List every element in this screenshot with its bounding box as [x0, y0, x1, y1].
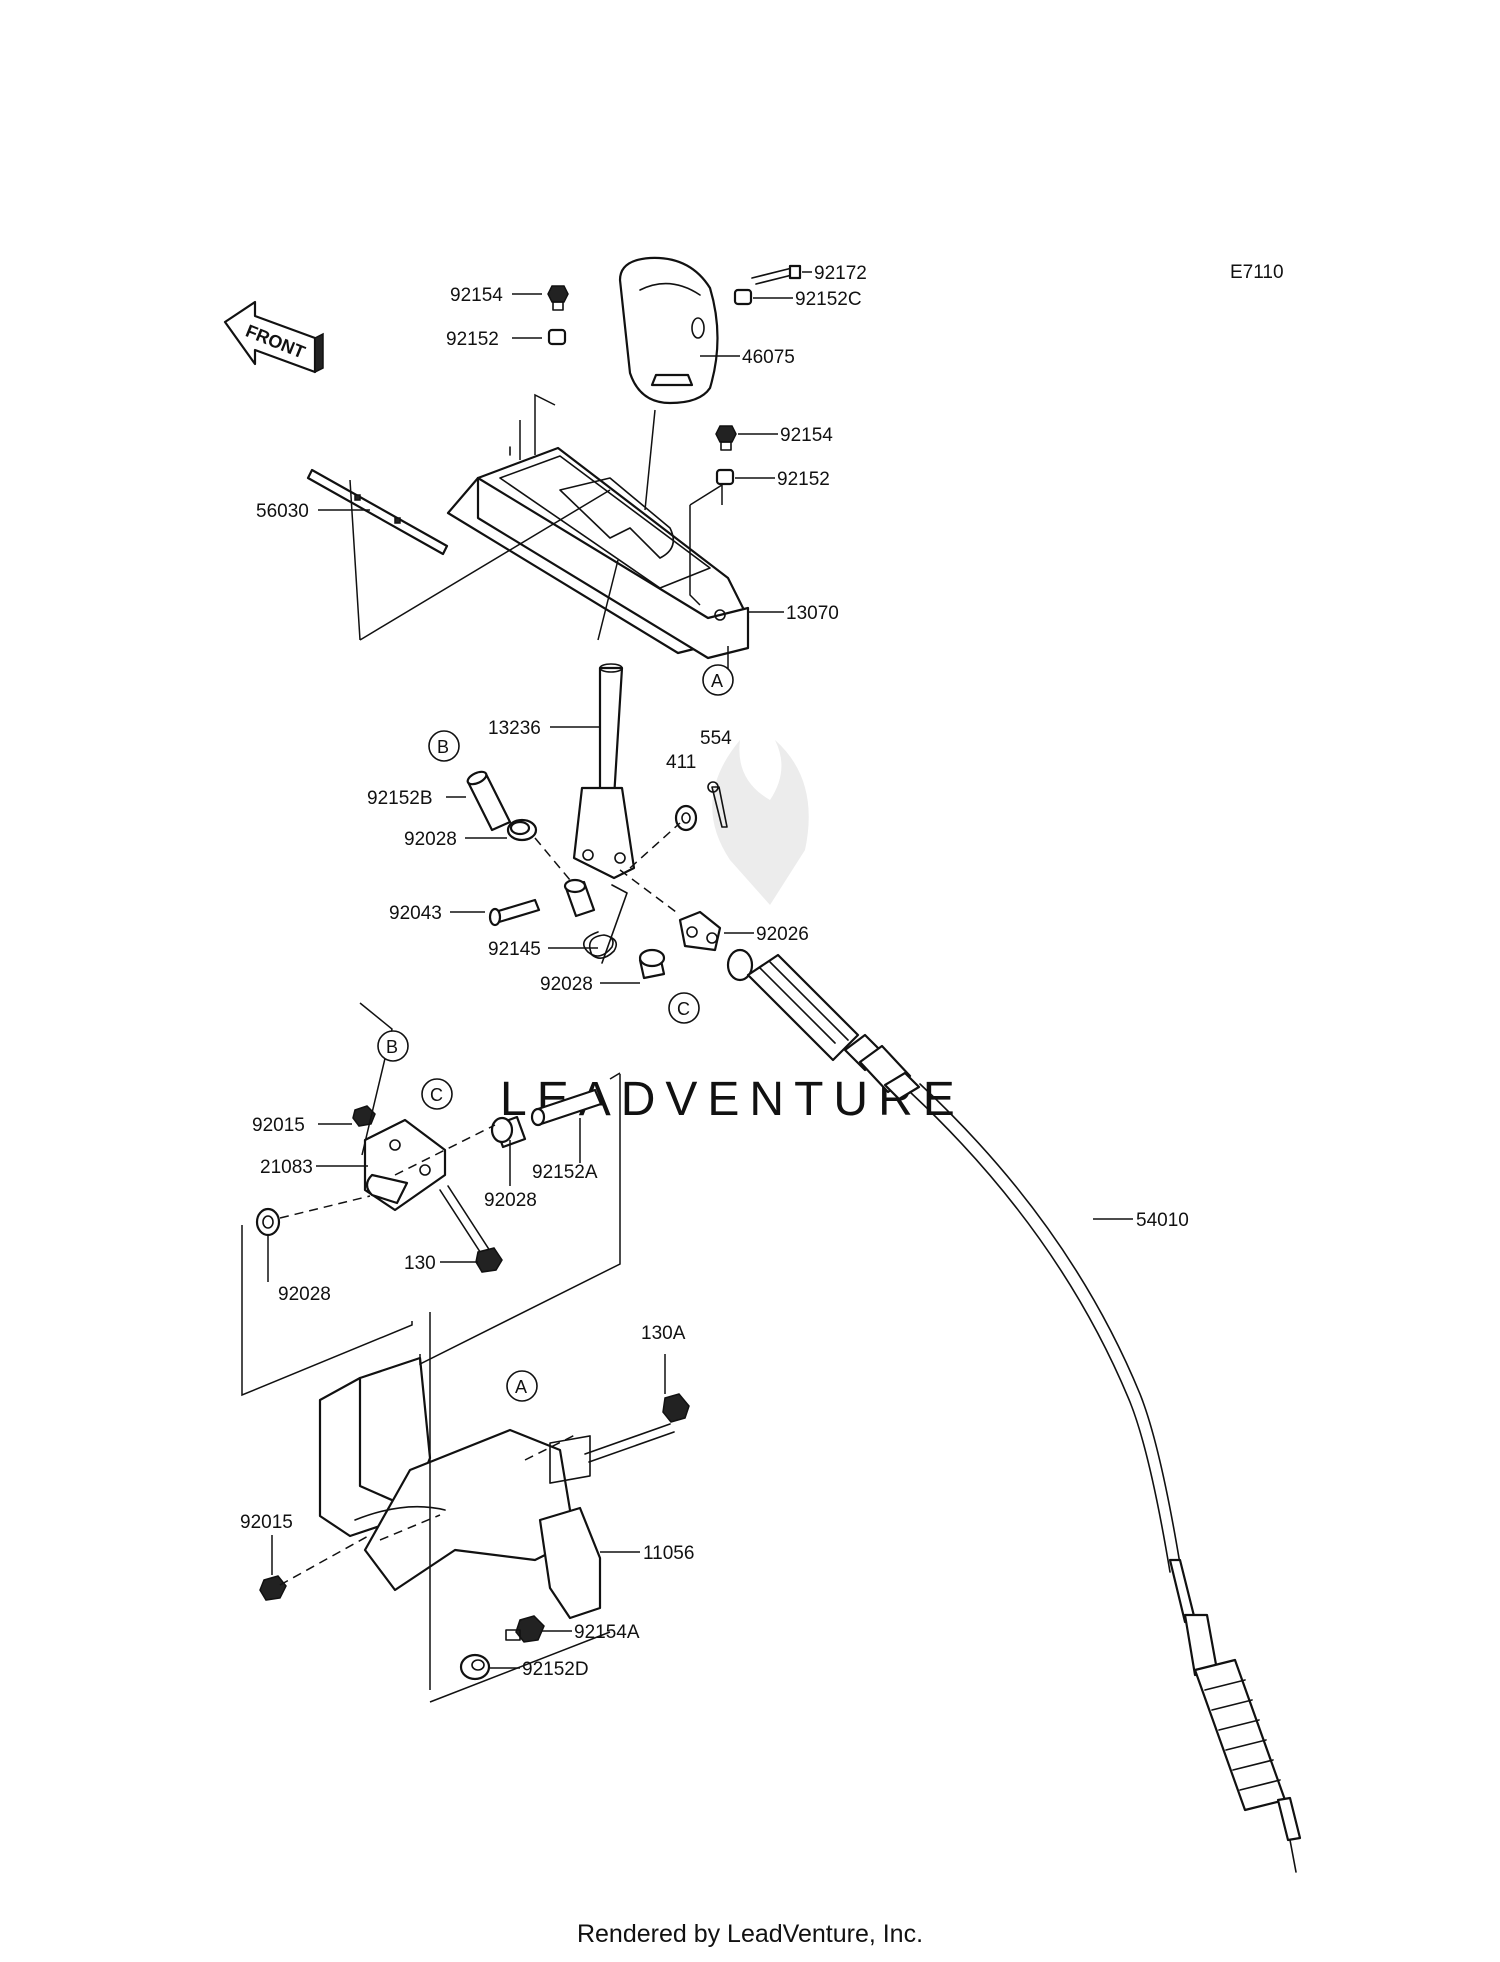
- group-box-lower: [241, 1074, 621, 1397]
- svg-text:B: B: [386, 1037, 398, 1057]
- label-13236: 13236: [488, 718, 541, 739]
- label-92028-b: 92028: [540, 974, 593, 995]
- label-56030: 56030: [256, 501, 309, 522]
- label-92152-top: 92152: [446, 329, 499, 350]
- shift-housing-13070: [446, 446, 750, 660]
- svg-text:A: A: [711, 671, 723, 691]
- plate-56030: [306, 468, 449, 556]
- collar-92152D: [459, 1653, 491, 1681]
- bolt-92154-top: [547, 285, 569, 311]
- label-92145: 92145: [488, 939, 541, 960]
- joint-92026: [678, 910, 722, 952]
- collar-92152C: [733, 288, 753, 306]
- cable-54010: [726, 948, 1302, 1873]
- label-92152-right: 92152: [777, 469, 830, 490]
- bolt-130A: [584, 1393, 690, 1463]
- collar-92152-top: [547, 328, 567, 346]
- svg-text:A: A: [515, 1377, 527, 1397]
- label-92172: 92172: [814, 263, 867, 284]
- label-21083: 21083: [260, 1157, 313, 1178]
- bolt-130: [439, 1185, 503, 1273]
- label-13070: 13070: [786, 603, 839, 624]
- footer-credit: Rendered by LeadVenture, Inc.: [576, 1920, 924, 1948]
- frame-11056: [318, 1356, 602, 1620]
- screw-92172: [751, 264, 802, 285]
- label-92028-a: 92028: [404, 829, 457, 850]
- bushing-92028-c: [490, 1115, 527, 1149]
- nut-92015-b: [259, 1575, 287, 1601]
- label-92028-d: 92028: [278, 1284, 331, 1305]
- collar-92152B: [466, 770, 512, 832]
- label-411: 411: [666, 752, 696, 773]
- pin-92043: [488, 898, 541, 927]
- shift-lever-13236: [572, 663, 636, 880]
- callout-b-top: B: [428, 730, 460, 762]
- collar-92152A: [530, 1088, 603, 1127]
- label-92152D: 92152D: [522, 1659, 589, 1680]
- callout-b-bottom: B: [377, 1030, 409, 1062]
- label-92043: 92043: [389, 903, 442, 924]
- label-11056: 11056: [643, 1543, 694, 1564]
- label-130: 130: [404, 1253, 436, 1274]
- label-92028-c: 92028: [484, 1190, 537, 1211]
- svg-text:C: C: [430, 1085, 443, 1105]
- bushing-92028-b: [638, 948, 666, 980]
- lever-sleeve: [563, 878, 596, 918]
- label-92154-top: 92154: [450, 285, 503, 306]
- group-box-upper: [359, 1002, 393, 1156]
- label-92152A: 92152A: [532, 1162, 598, 1183]
- housing-guide-lines: [349, 393, 723, 641]
- callout-a-top: A: [702, 664, 734, 696]
- svg-text:C: C: [677, 999, 690, 1019]
- svg-text:B: B: [437, 737, 449, 757]
- label-92015-a: 92015: [252, 1115, 305, 1136]
- front-arrow-icon: FRONT: [223, 300, 324, 374]
- label-92152B: 92152B: [367, 788, 433, 809]
- label-130A: 130A: [641, 1323, 686, 1344]
- label-92152C: 92152C: [795, 289, 862, 310]
- diagram-code: E7110: [1230, 262, 1284, 283]
- callout-c-bottom: C: [421, 1078, 453, 1110]
- label-554: 554: [700, 728, 732, 749]
- label-46075: 46075: [742, 347, 795, 368]
- bracket-21083: [363, 1118, 447, 1212]
- bushing-92028-a: [506, 818, 538, 842]
- bolt-92154-right: [715, 425, 737, 451]
- spring-92145: [582, 884, 628, 964]
- label-54010: 54010: [1136, 1210, 1189, 1231]
- callout-a-bottom: A: [506, 1370, 538, 1402]
- label-92154-right: 92154: [780, 425, 833, 446]
- washer-411: [674, 804, 698, 832]
- label-92026: 92026: [756, 924, 809, 945]
- bolt-92154A: [505, 1615, 545, 1643]
- cotter-pin-554: [707, 781, 728, 828]
- callout-c-top: C: [668, 992, 700, 1024]
- collar-92152-right: [715, 468, 735, 486]
- label-92015-b: 92015: [240, 1512, 293, 1533]
- shift-knob: [618, 256, 719, 405]
- bushing-92028-d: [255, 1207, 281, 1237]
- label-92154A: 92154A: [574, 1622, 640, 1643]
